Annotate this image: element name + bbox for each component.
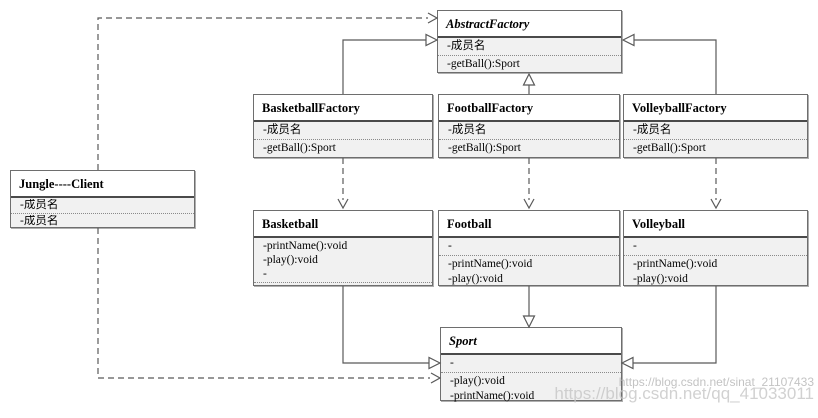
method: -printName():void	[633, 258, 718, 270]
triangle-arrowhead-icon	[620, 356, 634, 370]
class-methods: -getBall():Sport	[438, 56, 621, 73]
method: -getBall():Sport	[633, 142, 706, 154]
attribute: -play():void	[263, 254, 318, 266]
class-attributes: -成员名	[624, 122, 807, 140]
triangle-arrowhead-icon	[425, 33, 439, 47]
open-arrowhead-icon	[710, 198, 722, 210]
class-methods: -printName():void -play():void	[439, 256, 619, 288]
method: -getBall():Sport	[448, 142, 521, 154]
method: -play():void	[633, 273, 688, 285]
class-title: BasketballFactory	[254, 95, 432, 122]
method: -play():void	[448, 273, 503, 285]
class-attributes: -成员名	[11, 198, 194, 214]
class-title: Jungle----Client	[11, 171, 194, 198]
dependency-footballfactory-football	[523, 158, 535, 210]
open-arrowhead-icon	[427, 12, 439, 24]
class-box-jungle-client: Jungle----Client -成员名 -成员名	[10, 170, 195, 228]
class-title: Volleyball	[624, 211, 807, 238]
generalization-volleyballfactory-abstractfactory	[621, 33, 717, 94]
class-methods: -play():void -printName():void	[441, 373, 621, 405]
class-title: AbstractFactory	[438, 11, 621, 38]
open-arrowhead-icon	[523, 198, 535, 210]
class-box-football-factory: FootballFactory -成员名 -getBall():Sport	[438, 94, 620, 158]
class-box-sport: Sport - -play():void -printName():void	[440, 327, 622, 402]
generalization-footballfactory-abstractfactory	[522, 72, 536, 94]
class-attributes: -printName():void -play():void -	[254, 238, 432, 283]
class-title: VolleyballFactory	[624, 95, 807, 122]
attribute: -成员名	[448, 124, 487, 136]
generalization-volleyball-sport	[620, 286, 717, 370]
attribute: -	[263, 268, 267, 280]
class-attributes: -	[441, 355, 621, 373]
triangle-arrowhead-icon	[428, 356, 442, 370]
class-box-basketball: Basketball -printName():void -play():voi…	[253, 210, 433, 286]
open-arrowhead-icon	[430, 372, 442, 384]
class-title: FootballFactory	[439, 95, 619, 122]
generalization-basketballfactory-abstractfactory	[342, 33, 439, 94]
class-methods: -getBall():Sport	[439, 140, 619, 157]
attribute: -printName():void	[263, 240, 348, 252]
watermark-sinat: https://blog.csdn.net/sinat_21107433	[618, 375, 814, 389]
method: -成员名	[20, 215, 59, 227]
attribute: -	[448, 240, 452, 252]
method: -getBall():Sport	[447, 58, 520, 70]
attribute: -成员名	[447, 40, 486, 52]
dependency-volleyballfactory-volleyball	[710, 158, 722, 210]
class-attributes: -成员名	[438, 38, 621, 56]
class-methods: -getBall():Sport	[624, 140, 807, 157]
attribute: -成员名	[20, 199, 59, 211]
method: -play():void	[450, 375, 505, 387]
class-box-volleyball: Volleyball - -printName():void -play():v…	[623, 210, 808, 286]
class-box-basketball-factory: BasketballFactory -成员名 -getBall():Sport	[253, 94, 433, 158]
attribute: -成员名	[633, 124, 672, 136]
class-methods: -getBall():Sport	[254, 140, 432, 157]
generalization-football-sport	[522, 286, 536, 329]
triangle-arrowhead-icon	[522, 315, 536, 329]
attribute: -	[450, 357, 454, 369]
triangle-arrowhead-icon	[621, 33, 635, 47]
class-attributes: -	[624, 238, 807, 256]
class-box-abstract-factory: AbstractFactory -成员名 -getBall():Sport	[437, 10, 622, 73]
attribute: -成员名	[263, 124, 302, 136]
class-title: Football	[439, 211, 619, 238]
open-arrowhead-icon	[337, 198, 349, 210]
class-title: Sport	[441, 328, 621, 355]
class-box-football: Football - -printName():void -play():voi…	[438, 210, 620, 286]
class-title: Basketball	[254, 211, 432, 238]
class-methods: -printName():void -play():void	[624, 256, 807, 288]
class-methods: -成员名	[11, 214, 194, 229]
generalization-basketball-sport	[342, 286, 442, 370]
triangle-arrowhead-icon	[522, 72, 536, 86]
class-methods	[254, 283, 432, 285]
dependency-basketballfactory-basketball	[337, 158, 349, 210]
method: -getBall():Sport	[263, 142, 336, 154]
attribute: -	[633, 240, 637, 252]
class-attributes: -	[439, 238, 619, 256]
class-attributes: -成员名	[439, 122, 619, 140]
class-box-volleyball-factory: VolleyballFactory -成员名 -getBall():Sport	[623, 94, 808, 158]
method: -printName():void	[448, 258, 533, 270]
class-attributes: -成员名	[254, 122, 432, 140]
method: -printName():void	[450, 390, 535, 402]
